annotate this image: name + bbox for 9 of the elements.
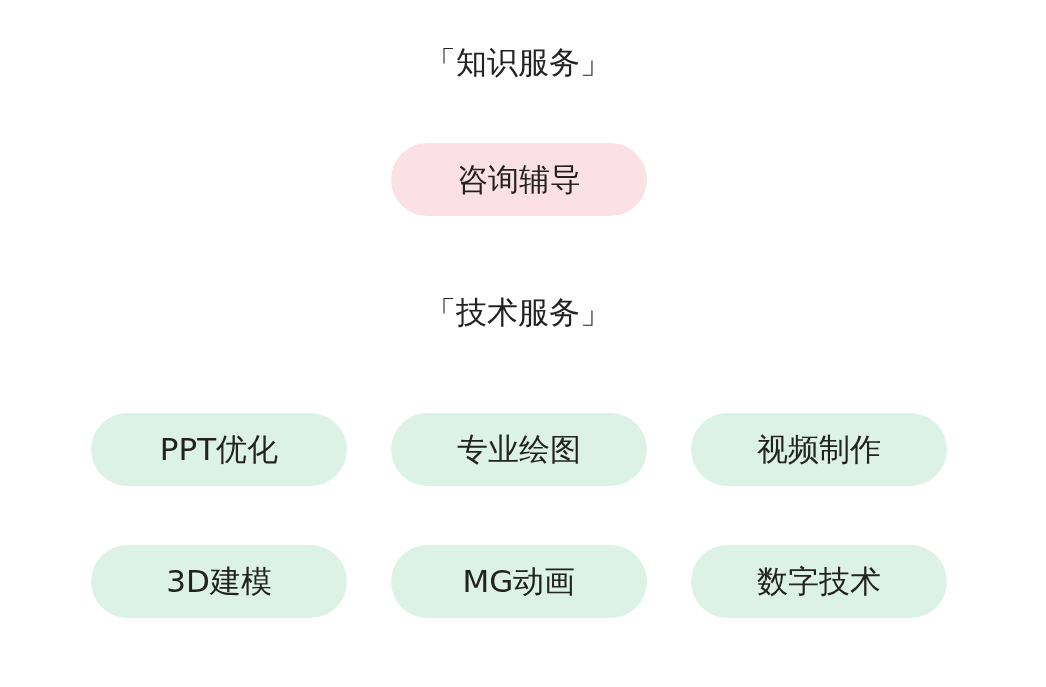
service-pill: 数字技术 — [691, 545, 947, 618]
section-heading: 「技术服务」 — [424, 293, 612, 332]
service-pill: 咨询辅导 — [391, 143, 647, 216]
section-heading: 「知识服务」 — [424, 43, 612, 82]
service-pill: MG动画 — [391, 545, 647, 618]
service-pill: 专业绘图 — [391, 413, 647, 486]
service-pill: 3D建模 — [91, 545, 347, 618]
service-pill: PPT优化 — [91, 413, 347, 486]
service-pill: 视频制作 — [691, 413, 947, 486]
